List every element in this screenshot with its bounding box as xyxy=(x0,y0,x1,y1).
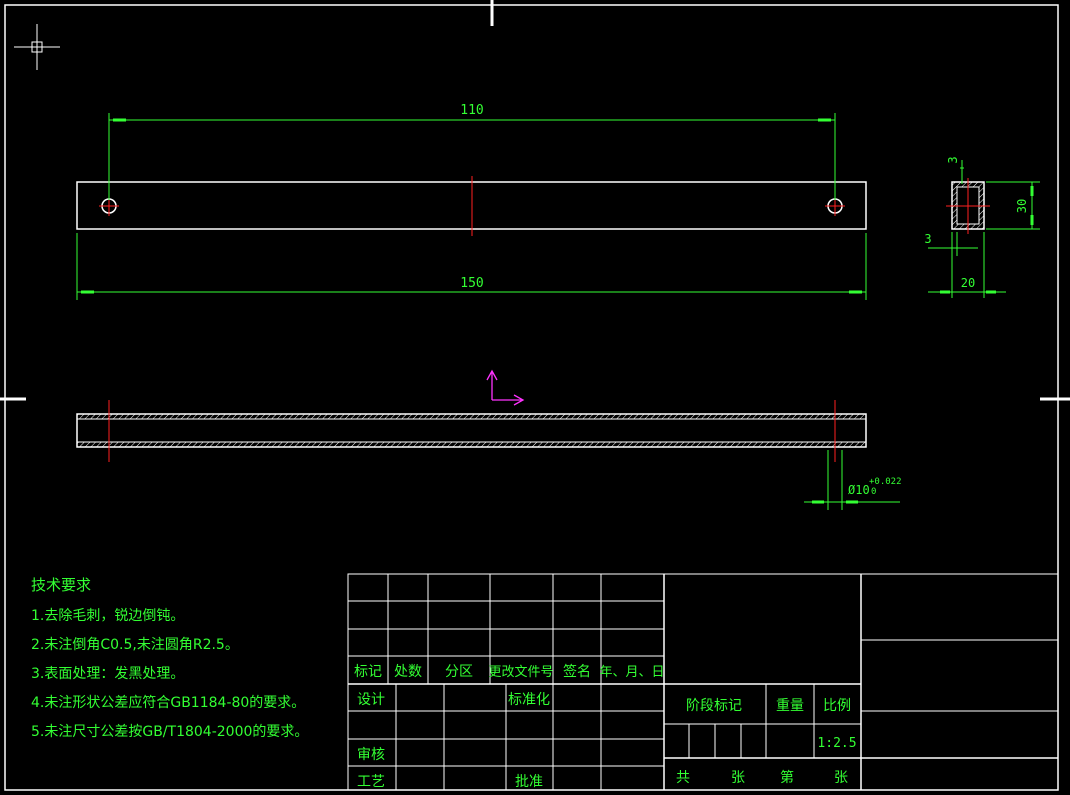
rev-header-sign: 签名 xyxy=(563,663,591,680)
label-scale: 比例 xyxy=(823,698,851,714)
ucs-icon xyxy=(486,369,525,406)
dimension-height-text: 30 xyxy=(1015,199,1029,213)
label-no: 第 xyxy=(780,769,794,786)
dimension-width-text: 20 xyxy=(961,276,975,290)
label-sheet: 张 xyxy=(731,770,745,786)
front-view[interactable]: 110 150 xyxy=(76,103,867,300)
tech-item: 1.去除毛刺，锐边倒钝。 xyxy=(31,608,184,624)
title-block-labels: 标记 处数 分区 更改文件号 签名 年、月、日 设计 标准化 审核 工艺 批准 … xyxy=(354,663,857,790)
crosshair-cursor-icon xyxy=(14,24,60,70)
dimension-wall-top-text: 3 xyxy=(946,156,960,163)
label-approve: 批准 xyxy=(515,774,543,790)
rev-header-doc: 更改文件号 xyxy=(488,665,553,680)
dimension-150[interactable] xyxy=(76,233,867,300)
hole-diameter-text: Ø10 xyxy=(848,483,870,497)
dimension-110[interactable] xyxy=(108,113,836,200)
technical-requirements: 技术要求 1.去除毛刺，锐边倒钝。 2.未注倒角C0.5,未注圆角R2.5。 3… xyxy=(31,576,308,740)
label-design: 设计 xyxy=(357,692,385,708)
label-sheet2: 张 xyxy=(834,770,848,786)
title-block[interactable] xyxy=(347,573,1059,791)
hole-tolerance-lower: 0 xyxy=(871,487,876,497)
hole-tolerance-upper: +0.022 xyxy=(869,477,902,487)
label-weight: 重量 xyxy=(776,698,804,714)
label-standardize: 标准化 xyxy=(508,692,550,708)
label-total: 共 xyxy=(676,770,690,786)
scale-value: 1:2.5 xyxy=(817,736,856,751)
rev-header-count: 处数 xyxy=(394,664,422,680)
top-view[interactable]: Ø10 +0.022 0 xyxy=(76,400,902,510)
tech-title: 技术要求 xyxy=(31,576,91,594)
rev-header-mark: 标记 xyxy=(354,664,382,680)
dimension-150-text: 150 xyxy=(460,276,483,291)
side-view[interactable]: 3 30 3 20 xyxy=(924,156,1040,298)
label-stage-mark: 阶段标记 xyxy=(686,698,742,714)
rev-header-zone: 分区 xyxy=(445,664,473,680)
label-process: 工艺 xyxy=(357,774,385,790)
tech-item: 3.表面处理：发黑处理。 xyxy=(31,666,184,682)
dimension-wall-side-text: 3 xyxy=(924,232,931,246)
tech-item: 4.未注形状公差应符合GB1184-80的要求。 xyxy=(31,694,305,711)
rev-header-date: 年、月、日 xyxy=(599,665,664,680)
tech-item: 2.未注倒角C0.5,未注圆角R2.5。 xyxy=(31,637,239,653)
tech-item: 5.未注尺寸公差按GB/T1804-2000的要求。 xyxy=(31,724,308,740)
dimension-110-text: 110 xyxy=(460,103,483,118)
label-review: 审核 xyxy=(357,747,385,763)
